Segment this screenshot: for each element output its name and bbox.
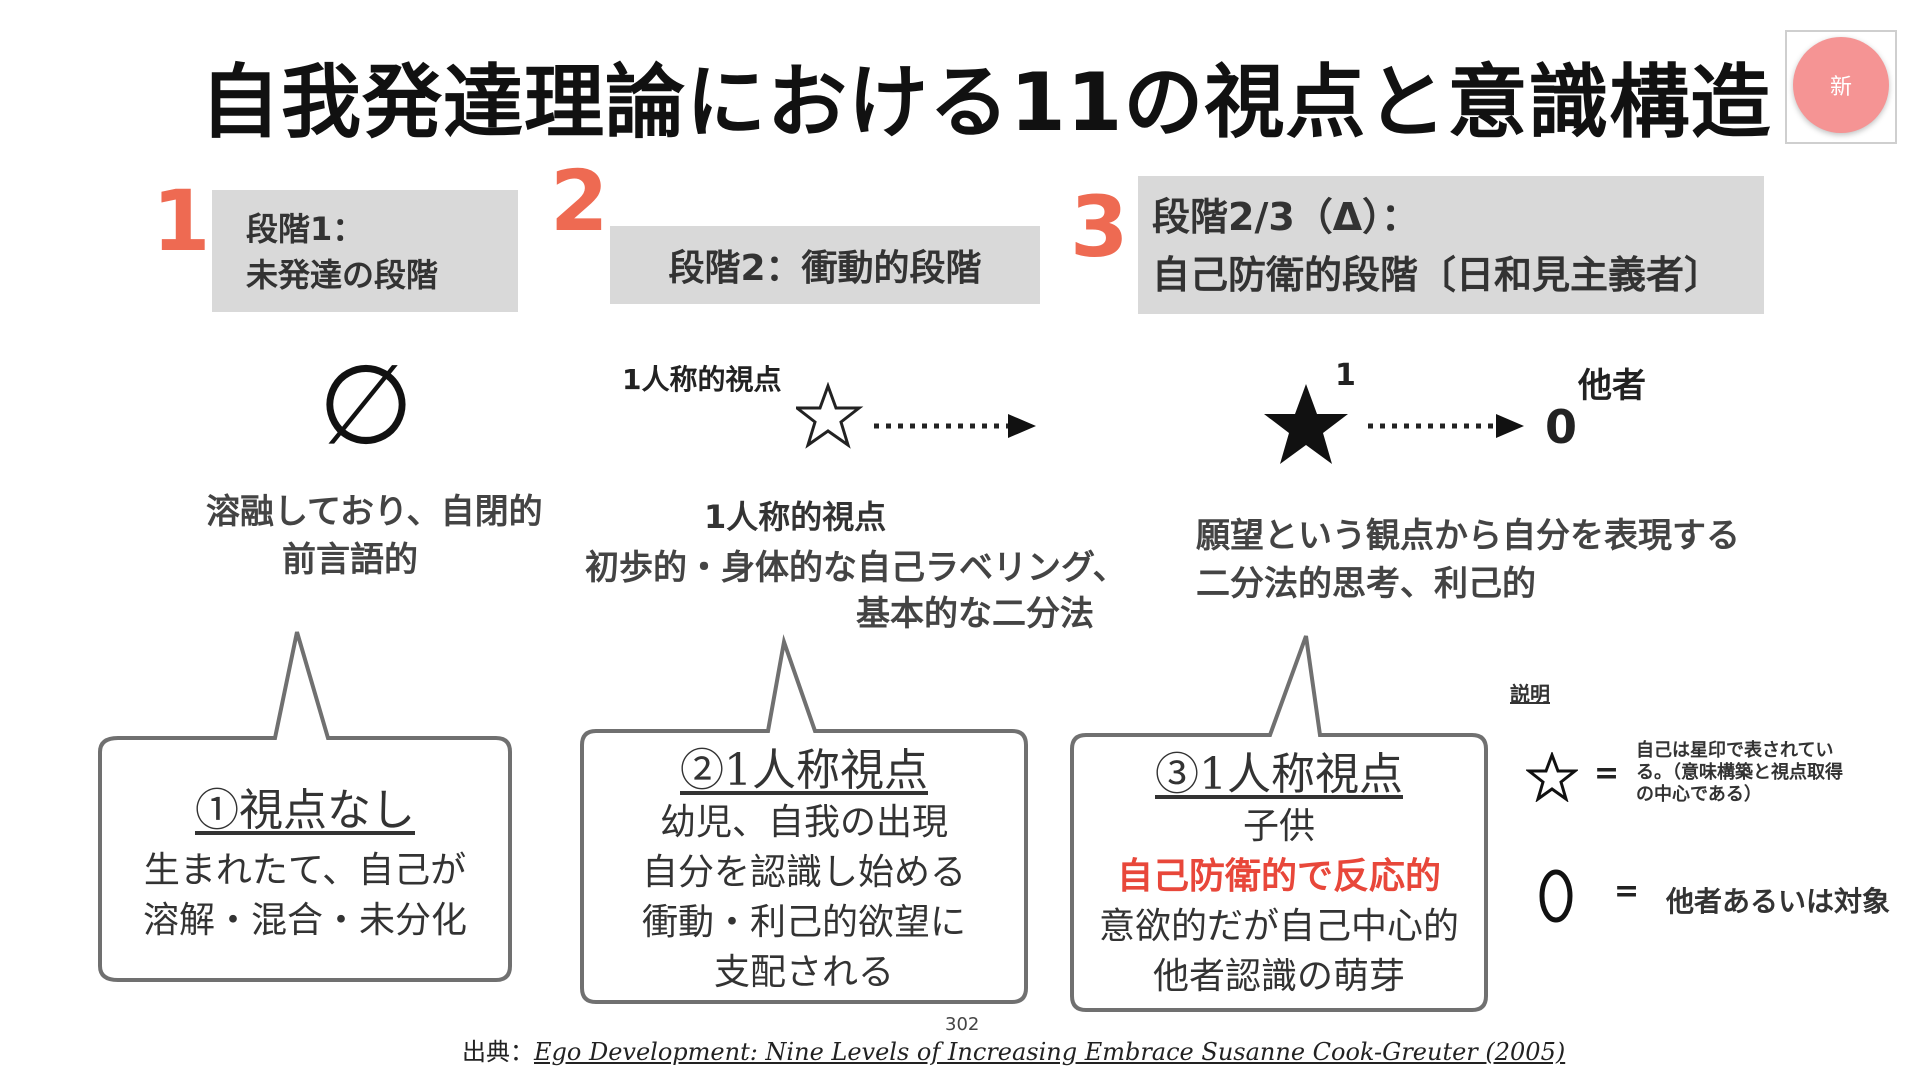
legend-zero-icon: [1539, 869, 1573, 923]
source-citation: 出典：Ego Development: Nine Levels of Incre…: [462, 1032, 1565, 1067]
stage-1-desc-line2: 前言語的: [282, 540, 418, 580]
source-link[interactable]: Ego Development: Nine Levels of Increasi…: [534, 1038, 1566, 1066]
bubble-1: ①視点なし 生まれたて、自己が 溶解・混合・未分化: [100, 774, 510, 946]
stage-1-name: 未発達の段階: [246, 256, 439, 294]
stage-1-desc-line1: 溶融しており、自閉的: [206, 492, 543, 532]
stage-box-2: 段階2：衝動的段階: [610, 226, 1040, 304]
stage-2-desc-title: 1人称的視点: [704, 498, 887, 536]
stage-number-3: 3: [1070, 178, 1129, 276]
bubble-2-shape: [580, 634, 1028, 1004]
legend-star-equals: =: [1594, 756, 1620, 791]
legend-title: 説明: [1510, 682, 1550, 706]
star-outline-arrow-icon: [796, 382, 1036, 449]
stage-box-3: 段階2/3（Δ）： 自己防衛的段階〔日和見主義者〕: [1138, 176, 1764, 314]
bubble-2-title: ②1人称視点: [680, 745, 928, 796]
stage-3-desc-line2: 二分法的思考、利己的: [1196, 564, 1536, 604]
star-filled-arrow-icon: [1264, 384, 1524, 464]
bubble-3-line1: 子供: [1242, 806, 1315, 847]
other-label: 他者: [1578, 366, 1646, 406]
stage-3-desc-line1: 願望という観点から自分を表現する: [1196, 516, 1740, 556]
bubble-2-line3: 衝動・利己的欲望に: [641, 902, 966, 943]
bubble-3-title: ③1人称視点: [1155, 749, 1403, 800]
source-prefix: 出典：: [462, 1038, 534, 1066]
bubble-3-shape: [1070, 635, 1488, 1012]
bubble-2-line2: 自分を認識し始める: [641, 852, 966, 893]
stage-3-name: 自己防衛的段階〔日和見主義者〕: [1152, 253, 1723, 297]
bubble-2-line1: 幼児、自我の出現: [659, 802, 948, 843]
bubble-3-line4: 他者認識の萌芽: [1152, 956, 1405, 997]
legend-zero-desc: 他者あるいは対象: [1666, 885, 1891, 918]
legend-star-desc: 自己は星印で表されてい る。（意味構築と視点取得 の中心である）: [1636, 740, 1843, 806]
first-person-label: 1人称的視点: [622, 363, 782, 396]
bubble-1-line1: 生まれたて、自己が: [143, 850, 467, 891]
legend-star-desc-line2: る。（意味構築と視点取得: [1636, 762, 1843, 783]
legend-star-desc-line3: の中心である）: [1636, 784, 1762, 805]
stage-box-1: 段階1： 未発達の段階: [212, 190, 518, 312]
other-zero-icon: 0: [1545, 400, 1578, 454]
bubble-2: ②1人称視点 幼児、自我の出現 自分を認識し始める 衝動・利己的欲望に 支配され…: [582, 734, 1026, 998]
bubble-3-line3: 意欲的だが自己中心的: [1098, 906, 1459, 947]
stage-2-label: 段階2：衝動的段階: [668, 248, 982, 289]
bubble-3: ③1人称視点 子供 自己防衛的で反応的 意欲的だが自己中心的 他者認識の萌芽: [1072, 738, 1486, 1002]
new-badge[interactable]: 新: [1793, 37, 1889, 133]
empty-set-icon: ∅: [318, 341, 414, 469]
bubble-1-title: ①視点なし: [195, 785, 415, 836]
stage-2-desc-line2: 基本的な二分法: [856, 594, 1094, 634]
bubble-3-highlight: 自己防衛的で反応的: [1116, 856, 1441, 897]
legend-star-icon: [1526, 752, 1578, 802]
bubble-1-shape: [98, 631, 512, 982]
stage-3-label: 段階2/3（Δ）：: [1152, 195, 1420, 239]
legend-zero-equals: =: [1614, 874, 1640, 909]
stage-2-desc-line1: 初歩的・身体的な自己ラベリング、: [585, 548, 1127, 588]
legend-star-desc-line1: 自己は星印で表されてい: [1636, 740, 1834, 761]
stage-number-2: 2: [550, 152, 609, 250]
superscript-one: 1: [1335, 358, 1356, 393]
bubble-1-line2: 溶解・混合・未分化: [142, 900, 467, 941]
page-number: 302: [945, 1014, 980, 1035]
stage-number-1: 1: [152, 172, 211, 270]
stage-1-label: 段階1：: [246, 210, 365, 248]
bubble-2-line4: 支配される: [713, 952, 894, 993]
page-title: 自我発達理論における11の視点と意識構造: [200, 56, 1772, 149]
